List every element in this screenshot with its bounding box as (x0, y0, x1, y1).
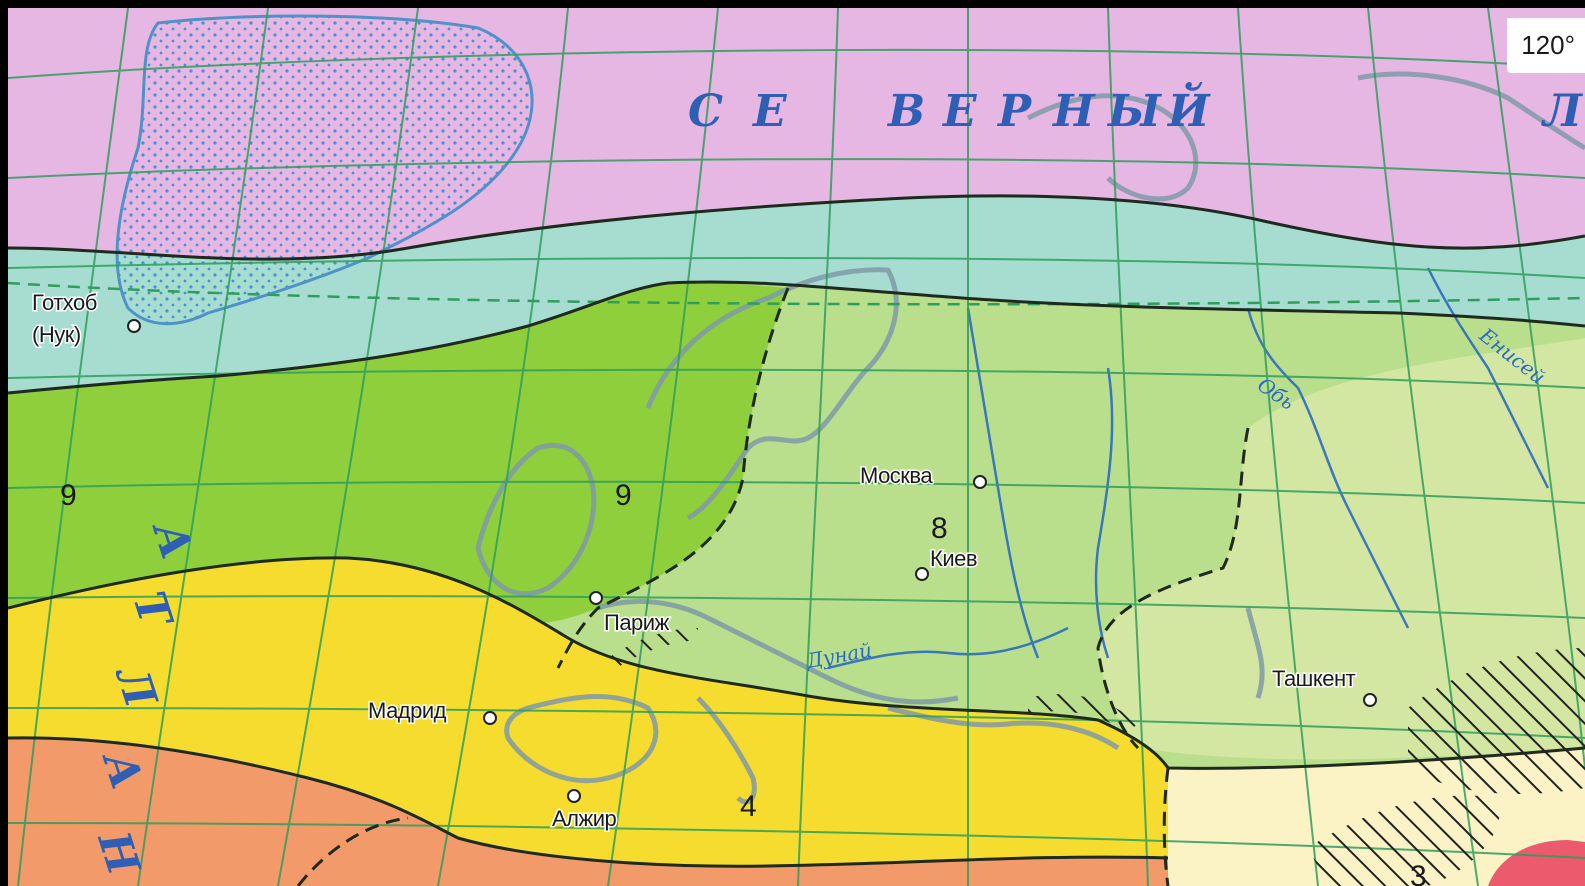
greenland-ice (115, 14, 534, 326)
ocean-label-north: С Е В Е Р Н Ы Й Л (688, 81, 1585, 137)
rivers (827, 267, 1550, 670)
ocean-letter: Ы (1106, 86, 1181, 137)
ocean-letter: Р (996, 86, 1051, 137)
hatched-area-balkans (1028, 694, 1138, 733)
ocean-letter: Л (1541, 86, 1585, 137)
city-marker[interactable] (1363, 693, 1377, 707)
zone-number: 4 (740, 790, 757, 823)
zone-number: 9 (60, 479, 77, 512)
hatched-area-east (1408, 648, 1585, 794)
ocean-letter: Н (1051, 86, 1115, 137)
zone-number: 9 (615, 479, 632, 512)
city-name: Алжир (552, 806, 617, 831)
ocean-letter: Й (1166, 81, 1230, 137)
city-marker[interactable] (127, 319, 141, 333)
coastlines (475, 71, 1585, 805)
city-kyiv[interactable]: Киев (915, 545, 979, 581)
city-moscow[interactable]: Москва (859, 462, 987, 490)
city-marker[interactable] (483, 711, 497, 725)
ocean-letter: С (688, 86, 743, 137)
city-paris[interactable]: Париж (589, 591, 672, 637)
climate-map[interactable]: С Е В Е Р Н Ы Й Л А Т Л А Н Дунай Обь Ен… (8, 8, 1585, 886)
zone-boundaries (8, 194, 1585, 886)
ocean-letter: В (886, 86, 945, 137)
arctic-circle (8, 281, 1585, 306)
city-name: Готхоб (32, 290, 97, 315)
zone-boundaries-dashed (556, 287, 1250, 886)
city-name: Ташкент (1272, 666, 1356, 691)
ocean-letter: Е (751, 86, 807, 137)
zone-temperate-dry (1098, 338, 1585, 760)
ocean-letter: Е (941, 86, 997, 137)
zone-number: 3 (1410, 860, 1427, 886)
city-algiers[interactable]: Алжир (551, 789, 619, 833)
city-marker[interactable] (589, 591, 603, 605)
hatched-area-france (608, 628, 698, 670)
zone-number: 8 (931, 512, 948, 545)
hatched-area-southeast (1308, 795, 1500, 886)
city-name: Москва (860, 463, 933, 488)
city-madrid[interactable]: Мадрид (367, 697, 497, 725)
map-canvas: С Е В Е Р Н Ы Й Л А Т Л А Н Дунай Обь Ен… (8, 8, 1585, 886)
city-name: Мадрид (368, 698, 447, 723)
zone-tropical (8, 737, 1168, 886)
city-marker[interactable] (915, 567, 929, 581)
city-marker[interactable] (567, 789, 581, 803)
city-name: Киев (930, 546, 977, 571)
city-alt-name: (Нук) (32, 322, 81, 347)
zone-tropical-east (1488, 840, 1585, 886)
city-godthab[interactable]: Готхоб (Нук) (31, 289, 141, 349)
city-name: Париж (604, 610, 670, 635)
zone-temperate-maritime (8, 282, 788, 624)
city-marker[interactable] (973, 475, 987, 489)
city-tashkent[interactable]: Ташкент (1271, 665, 1377, 707)
longitude-label: 120° (1507, 18, 1585, 73)
